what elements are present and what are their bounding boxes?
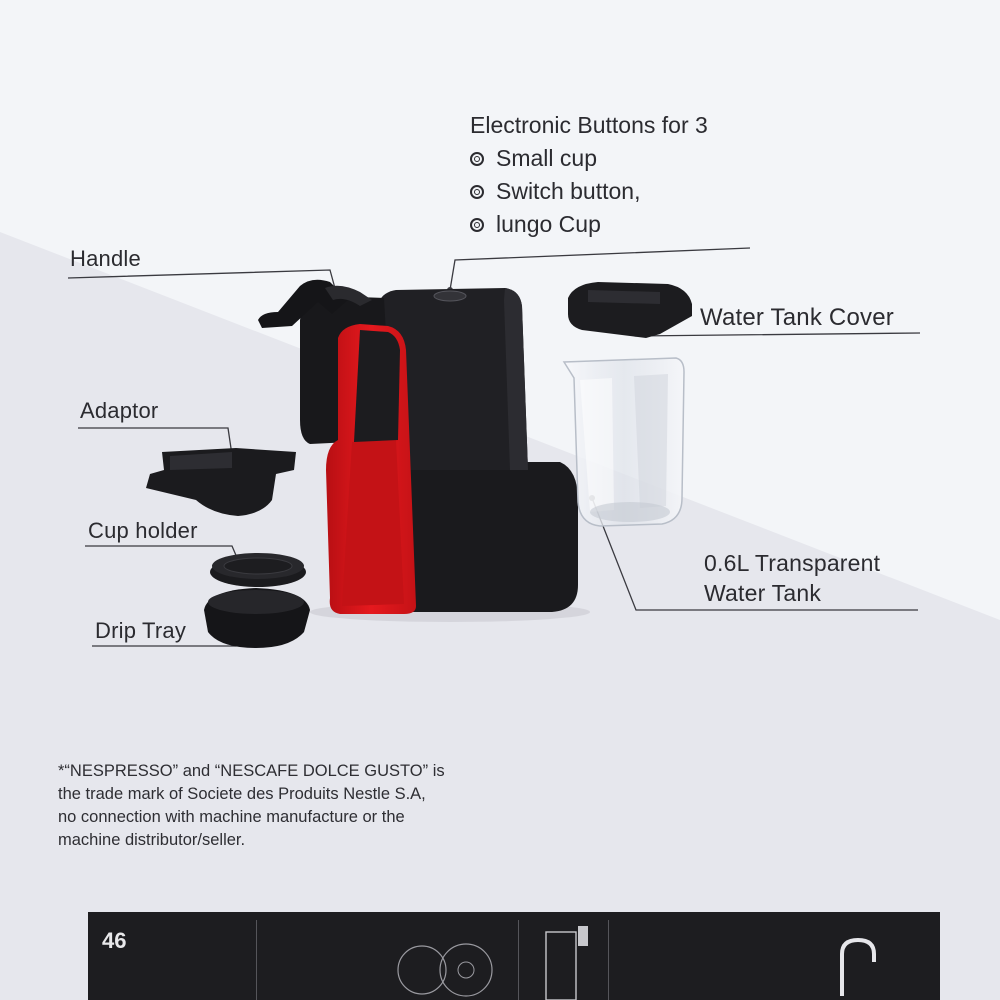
feature-item-lungo-cup: lungo Cup — [470, 211, 708, 238]
handle-leader — [67, 269, 337, 293]
label-drip-tray: Drip Tray — [95, 618, 187, 643]
label-water-tank-line1: 0.6L Transparent — [704, 550, 881, 576]
target-bullet-icon — [470, 217, 484, 232]
feature-item-small-cup: Small cup — [470, 145, 708, 172]
label-water-tank-line2: Water Tank — [704, 580, 822, 606]
label-adaptor: Adaptor — [80, 398, 159, 423]
feature-item-label: Small cup — [496, 145, 597, 171]
feature-item-label: lungo Cup — [496, 211, 601, 237]
strip-number: 46 — [102, 928, 127, 953]
trademark-disclaimer: *“NESPRESSO” and “NESCAFE DOLCE GUSTO” i… — [58, 760, 518, 852]
cup-holder — [210, 553, 306, 587]
water-tank — [562, 357, 685, 527]
label-handle: Handle — [70, 246, 141, 271]
disclaimer-line: the trade mark of Societe des Produits N… — [58, 785, 426, 803]
strip-divider — [608, 920, 609, 1000]
label-cup-holder: Cup holder — [88, 518, 198, 543]
feature-list-title: Electronic Buttons for 3 — [470, 112, 708, 138]
target-bullet-icon — [470, 151, 484, 166]
adaptor — [146, 448, 296, 516]
disclaimer-line: *“NESPRESSO” and “NESCAFE DOLCE GUSTO” i… — [58, 762, 445, 780]
feature-item-switch-button: Switch button, — [470, 178, 708, 205]
strip-diagram — [397, 943, 493, 997]
strip-faucet-icon — [840, 937, 876, 996]
strip-divider — [256, 920, 257, 1000]
label-water-tank-cover: Water Tank Cover — [700, 304, 894, 331]
water-tank-leader — [591, 497, 918, 611]
adaptor-leader — [78, 427, 233, 456]
water-tank-cover — [568, 282, 692, 338]
feature-list: Electronic Buttons for 3 Small cup Switc… — [470, 112, 708, 238]
strip-machine-sketch — [545, 926, 588, 1000]
target-bullet-icon — [470, 184, 484, 199]
strip-divider — [518, 920, 519, 1000]
coffee-machine — [258, 279, 590, 622]
bottom-info-strip: 46 — [88, 912, 940, 1000]
buttons-leader — [449, 247, 751, 291]
disclaimer-line: machine distributor/seller. — [58, 831, 246, 849]
drip-tray — [204, 588, 310, 648]
feature-item-label: Switch button, — [496, 178, 641, 204]
disclaimer-line: no connection with machine manufacture o… — [58, 808, 405, 826]
